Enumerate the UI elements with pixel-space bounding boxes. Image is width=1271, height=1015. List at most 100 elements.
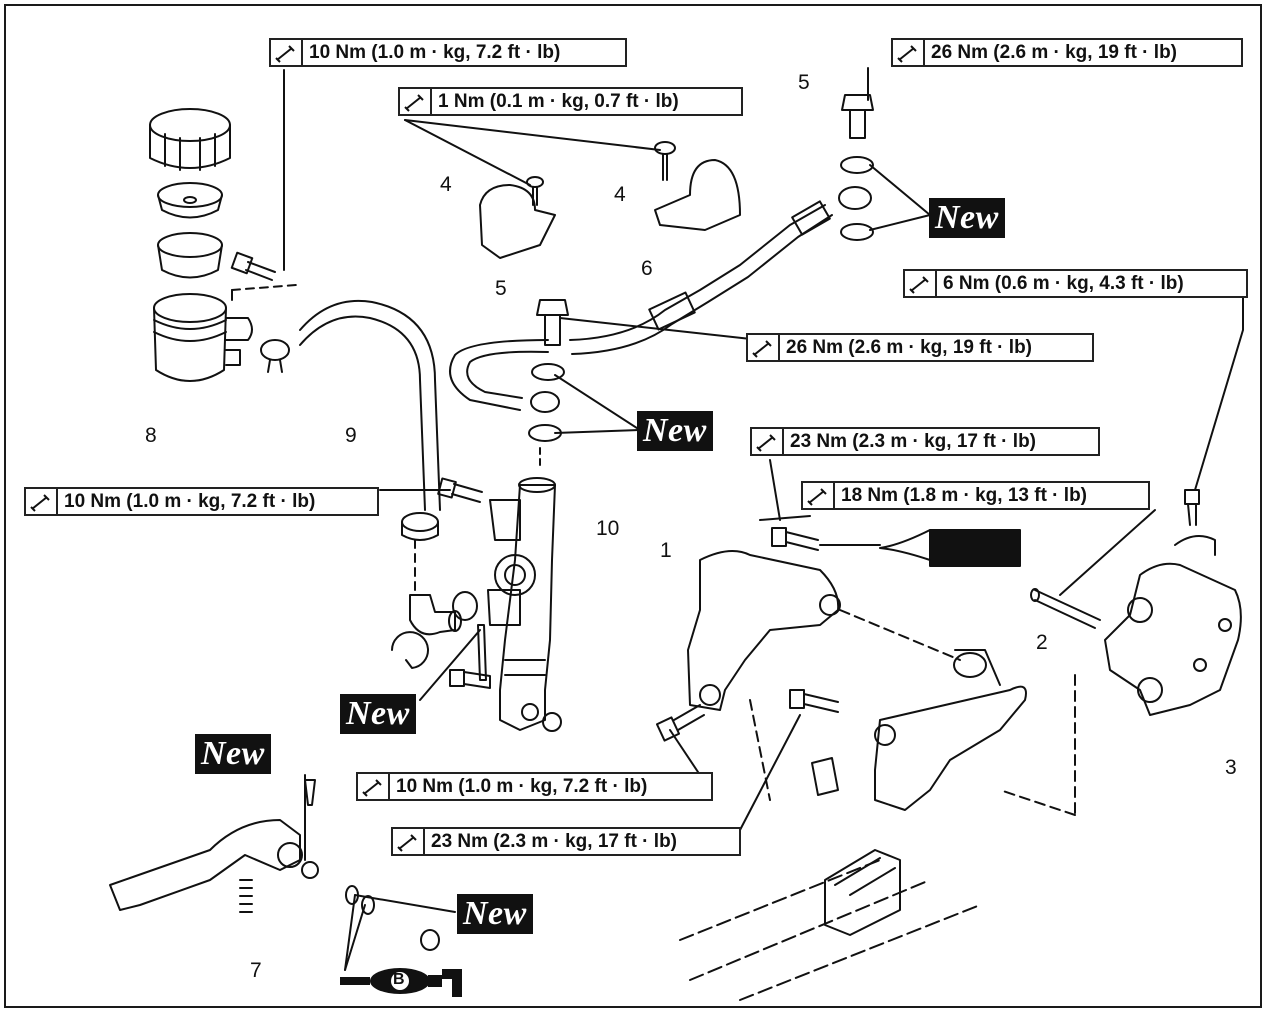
torque-spec-text: 26 Nm (2.6 m · kg, 19 ft · lb) [931,41,1177,63]
torque-wrench-icon [393,829,425,854]
callout-number: 10 [596,517,620,540]
torque-spec-box: 26 Nm (2.6 m · kg, 19 ft · lb) [891,38,1243,67]
callout-number: 9 [345,424,357,447]
callout-number: 4 [614,183,626,206]
torque-spec-box: 18 Nm (1.8 m · kg, 13 ft · lb) [801,481,1150,510]
hose-holder-left [479,176,556,259]
torque-spec-box: 26 Nm (2.6 m · kg, 19 ft · lb) [746,333,1094,362]
grease-tube [879,529,1021,567]
leader-line [419,629,481,701]
caliper-pin [1030,588,1101,629]
leader-line [869,214,931,231]
leader-line [1194,297,1244,491]
torque-spec-text: 10 Nm (1.0 m · kg, 7.2 ft · lb) [396,775,648,797]
return-spring [239,879,253,913]
cotter-pin [477,624,487,681]
torque-wrench-icon [400,89,432,114]
banjo-bolt-upper [841,94,874,139]
torque-spec-box: 1 Nm (0.1 m · kg, 0.7 ft · lb) [398,87,743,116]
grease-type-label: B [393,971,405,988]
bleeder-screw [1174,489,1216,556]
leader-line [404,119,531,186]
diagram-frame [4,4,1262,1008]
new-part-badge: New [457,894,533,934]
copper-washer [528,424,562,442]
copper-washer [531,363,565,381]
o-ring [361,895,375,915]
master-cylinder-bolt [437,477,483,503]
reservoir-cap [149,108,231,171]
cotter-pin [304,779,316,806]
bracket-bolt [789,689,839,713]
torque-wrench-icon [26,489,58,514]
callout-number: 5 [798,71,810,94]
copper-washer [840,223,874,241]
new-part-badge: New [929,198,1005,238]
torque-spec-text: 26 Nm (2.6 m · kg, 19 ft · lb) [786,336,1032,358]
pin-holder [811,757,839,796]
torque-spec-text: 6 Nm (0.6 m · kg, 4.3 ft · lb) [943,272,1184,294]
banjo-bolt-lower [536,299,569,346]
brake-caliper [1104,562,1242,716]
leader-line [669,729,701,776]
callout-number: 3 [1225,756,1237,779]
leader-line [869,164,931,216]
master-cylinder [487,477,556,731]
new-part-badge: New [340,694,416,734]
brake-pads [824,849,901,936]
hose-holder-right [654,141,741,231]
torque-wrench-icon [752,429,784,454]
hose-fitting [409,594,462,636]
torque-spec-text: 23 Nm (2.3 m · kg, 17 ft · lb) [431,830,677,852]
leader-line [739,714,801,831]
brake-pedal [109,819,319,911]
o-ring [345,885,359,905]
clevis-pin [449,669,491,689]
torque-spec-box: 23 Nm (2.3 m · kg, 17 ft · lb) [391,827,741,856]
new-part-badge: New [637,411,713,451]
callout-number: 5 [495,277,507,300]
callout-number: 6 [641,257,653,280]
caliper-bracket [687,550,841,711]
torque-wrench-icon [905,271,937,296]
torque-spec-text: 18 Nm (1.8 m · kg, 13 ft · lb) [841,484,1087,506]
circlip [391,631,429,669]
torque-spec-box: 23 Nm (2.3 m · kg, 17 ft · lb) [750,427,1100,456]
hose-clamp-upper [260,339,290,373]
washer [420,929,440,951]
callout-number: 7 [250,959,262,982]
reservoir-diaphragm-plate [157,182,223,219]
reservoir-bolt [230,251,276,281]
grease-icon: B [340,965,465,999]
o-ring [452,591,478,621]
torque-spec-box: 10 Nm (1.0 m · kg, 7.2 ft · lb) [269,38,627,67]
torque-wrench-icon [748,335,780,360]
caliper-bracket-bolt [771,527,819,551]
torque-spec-text: 10 Nm (1.0 m · kg, 7.2 ft · lb) [309,41,561,63]
leader-line [554,374,641,431]
brake-hose [449,186,872,413]
hose-clamp-lower [401,512,439,541]
torque-spec-text: 10 Nm (1.0 m · kg, 7.2 ft · lb) [64,490,316,512]
torque-spec-box: 10 Nm (1.0 m · kg, 7.2 ft · lb) [24,487,379,516]
washer [542,712,562,732]
torque-spec-box: 10 Nm (1.0 m · kg, 7.2 ft · lb) [356,772,713,801]
callout-number: 4 [440,173,452,196]
leader-line [1059,509,1156,596]
callout-number: 1 [660,539,672,562]
copper-washer [840,156,874,174]
reservoir-tank [153,293,253,382]
torque-wrench-icon [271,40,303,65]
leader-line [759,515,811,521]
leader-line [344,904,366,971]
reservoir-hose [299,299,441,511]
reservoir-diaphragm [157,232,223,279]
brake-bracket [874,649,1027,811]
leader-line [344,894,356,971]
bracket-bolt [655,704,705,742]
torque-spec-text: 23 Nm (2.3 m · kg, 17 ft · lb) [790,430,1036,452]
torque-wrench-icon [893,40,925,65]
leader-line [769,459,781,521]
torque-wrench-icon [803,483,835,508]
